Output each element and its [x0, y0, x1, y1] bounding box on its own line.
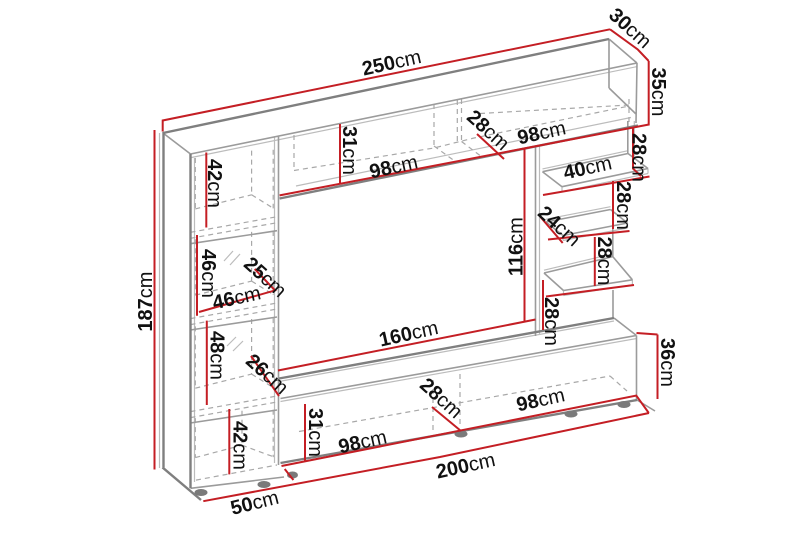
svg-text:28cm: 28cm — [612, 181, 634, 230]
svg-text:42cm: 42cm — [203, 159, 225, 208]
svg-text:187cm: 187cm — [135, 272, 157, 332]
svg-text:98cm: 98cm — [336, 426, 389, 458]
svg-text:42cm: 42cm — [228, 421, 250, 470]
svg-text:46cm: 46cm — [197, 249, 219, 298]
svg-text:31cm: 31cm — [304, 408, 326, 457]
svg-text:98cm: 98cm — [515, 117, 568, 149]
svg-text:36cm: 36cm — [656, 338, 678, 387]
svg-text:35cm: 35cm — [647, 68, 669, 117]
svg-text:31cm: 31cm — [338, 126, 360, 175]
svg-text:28cm: 28cm — [627, 133, 649, 182]
svg-text:98cm: 98cm — [514, 384, 567, 416]
svg-text:48cm: 48cm — [205, 331, 227, 380]
svg-text:28cm: 28cm — [593, 237, 615, 286]
svg-text:28cm: 28cm — [540, 297, 562, 346]
svg-text:116cm: 116cm — [506, 217, 528, 276]
